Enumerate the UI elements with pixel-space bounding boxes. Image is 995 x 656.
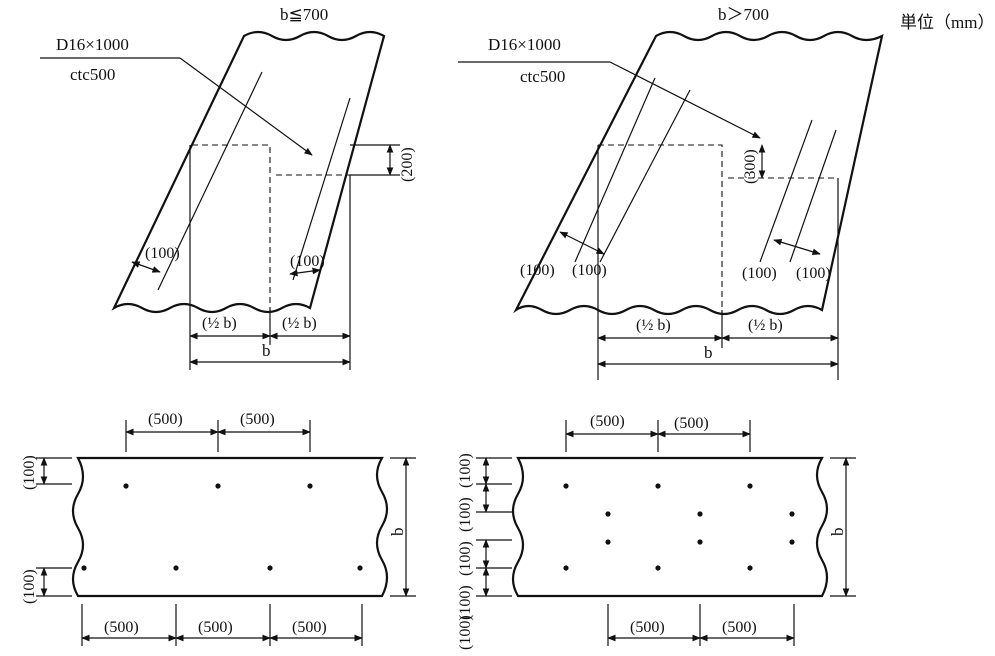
right-joint-dashed-1 bbox=[598, 144, 723, 310]
right-b-label: b bbox=[704, 343, 713, 362]
right-edge-100-d: (100) bbox=[796, 265, 831, 282]
right-plan-bot-500-b: (500) bbox=[722, 619, 757, 636]
left-plan-bot-500-b: (500) bbox=[198, 619, 233, 636]
left-plan: (500) (500) (500) (500) (500) (100) (100… bbox=[21, 411, 416, 646]
right-edge-100-b: (100) bbox=[572, 262, 607, 279]
left-plan-bot-500-c: (500) bbox=[292, 619, 327, 636]
left-spacing-label: ctc500 bbox=[70, 65, 115, 84]
right-half-b-b: (½ b) bbox=[748, 317, 783, 334]
left-half-b-b: (½ b) bbox=[282, 315, 317, 332]
right-plan-side-100-5: (100) bbox=[457, 615, 474, 650]
right-rebar-3 bbox=[759, 119, 813, 263]
right-rebar-2 bbox=[599, 89, 691, 263]
left-condition-label: b≦700 bbox=[280, 5, 328, 24]
right-plan-side-100-3: (100) bbox=[457, 541, 474, 576]
right-plan-top-500-b: (500) bbox=[674, 415, 709, 432]
right-plan-b-label: b bbox=[828, 528, 847, 537]
left-plan-bar-dots bbox=[81, 483, 363, 571]
right-edge-100-a: (100) bbox=[520, 262, 555, 279]
left-plan-side-100-top: (100) bbox=[21, 455, 38, 490]
right-plan-side-100-4: (100) bbox=[457, 585, 474, 620]
right-edge-100-dim-cd bbox=[773, 238, 821, 256]
left-rebar-2 bbox=[292, 97, 351, 281]
left-edge-100-a: (100) bbox=[145, 245, 180, 262]
left-joint-dashed-1 bbox=[192, 144, 271, 308]
left-offset-200: (200) bbox=[399, 147, 416, 182]
right-condition-label: b＞700 bbox=[718, 5, 769, 24]
unit-label: 単位（mm） bbox=[900, 13, 994, 32]
right-offset-300: (300) bbox=[742, 149, 759, 184]
right-edge-100-c: (100) bbox=[742, 265, 777, 282]
left-b-label: b bbox=[262, 341, 271, 360]
left-plan-b-label: b bbox=[388, 528, 407, 537]
left-edge-100-dim-a bbox=[131, 261, 161, 273]
right-rebar-label: D16×1000 bbox=[488, 35, 561, 54]
right-half-b-a: (½ b) bbox=[636, 317, 671, 334]
right-rebar-4 bbox=[789, 129, 837, 263]
left-edge-100-b: (100) bbox=[290, 253, 325, 270]
right-plan-side-100-2: (100) bbox=[457, 497, 474, 532]
right-elevation: b＞700 D16×1000 ctc500 (300) (100) (100) … bbox=[458, 5, 884, 380]
right-edge-100-dim-ab bbox=[559, 231, 605, 255]
left-plan-top-500-a: (500) bbox=[148, 411, 183, 428]
right-spacing-label: ctc500 bbox=[520, 67, 565, 86]
right-plan-bar-dots bbox=[563, 483, 795, 571]
left-plan-side-100-bot: (100) bbox=[21, 569, 38, 604]
right-plan-bot-500-a: (500) bbox=[630, 619, 665, 636]
right-plan-side-100-1: (100) bbox=[457, 453, 474, 488]
left-plan-bot-500-a: (500) bbox=[104, 619, 139, 636]
left-rebar-label: D16×1000 bbox=[56, 35, 129, 54]
left-plan-outline bbox=[71, 456, 389, 598]
left-rebar-1 bbox=[157, 71, 263, 291]
left-slab-body bbox=[111, 30, 386, 314]
left-half-b-a: (½ b) bbox=[202, 315, 237, 332]
right-plan-top-500-a: (500) bbox=[590, 413, 625, 430]
right-plan-outline bbox=[511, 456, 829, 598]
right-plan: (500) (500) (500) (500) (100) (100) (100… bbox=[457, 413, 856, 650]
left-elevation: b≦700 D16×1000 ctc500 (200) (100) (100) … bbox=[40, 5, 416, 370]
left-plan-top-500-b: (500) bbox=[240, 411, 275, 428]
left-edge-100-dim-b bbox=[289, 267, 321, 277]
right-rebar-1 bbox=[574, 77, 656, 263]
